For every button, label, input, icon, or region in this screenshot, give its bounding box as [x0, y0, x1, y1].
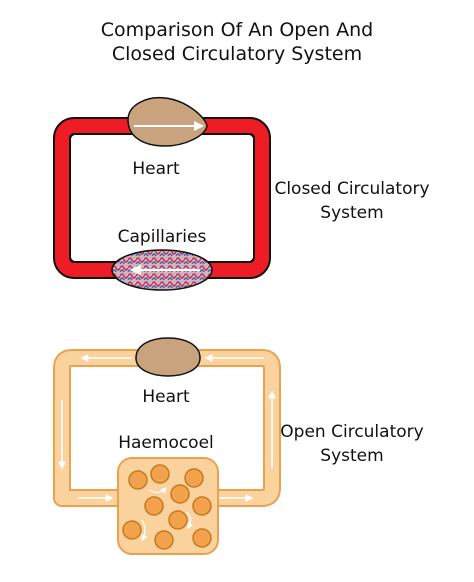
haemocoel-cell	[168, 510, 188, 530]
haemocoel-cell	[154, 530, 174, 550]
haemocoel-cell	[192, 528, 212, 548]
open-system-label-line-1: Open Circulatory	[280, 422, 423, 442]
closed-heart-label: Heart	[132, 159, 180, 179]
haemocoel-label: Haemocoel	[118, 433, 214, 453]
closed-heart-icon	[127, 96, 208, 147]
title-line-2: Closed Circulatory System	[112, 43, 362, 65]
title-line-1: Comparison Of An Open And	[101, 19, 373, 41]
closed-system-label-line-2: System	[320, 203, 383, 223]
haemocoel-flow-arrows	[141, 487, 194, 542]
haemocoel-cell	[128, 470, 148, 490]
closed-vessel-outline	[53, 117, 271, 279]
haemocoel-cell	[184, 468, 204, 488]
haemocoel-cell	[122, 520, 142, 540]
haemocoel-cell	[192, 496, 212, 516]
open-system-label-line-2: System	[320, 446, 383, 466]
haemocoel-cell	[144, 496, 164, 516]
haemocoel-cell	[150, 464, 170, 484]
closed-system-label-line-1: Closed Circulatory	[274, 179, 429, 199]
capillaries-label: Capillaries	[118, 227, 207, 247]
open-system: Heart Haemocoel Open Circulatory System	[53, 337, 424, 555]
haemocoel-cell	[170, 484, 190, 504]
haemocoel-cells	[122, 464, 212, 550]
closed-system: Heart Capillaries Closed Circulatory Sys…	[53, 96, 430, 291]
closed-vessel	[55, 119, 269, 277]
open-heart-label: Heart	[142, 387, 190, 407]
open-heart-icon	[135, 337, 201, 377]
